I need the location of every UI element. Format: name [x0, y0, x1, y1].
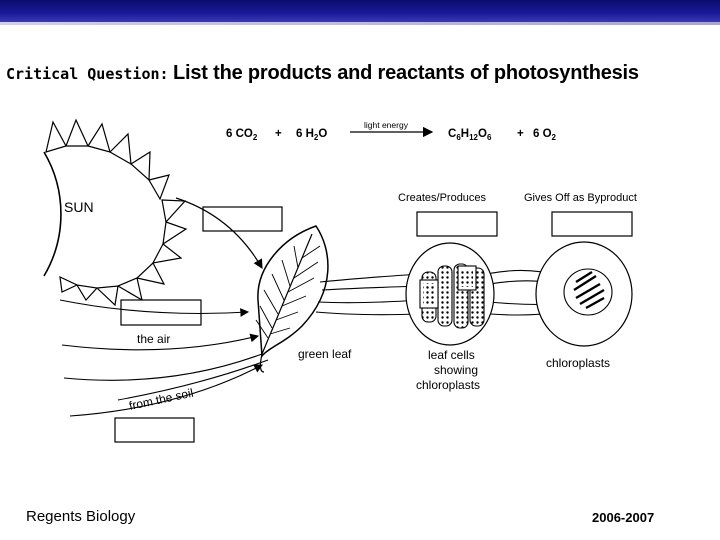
leaf-cells-label-line1: leaf cells: [428, 348, 475, 362]
title-bar-edge: [0, 22, 720, 25]
light-energy-label: light energy: [364, 120, 409, 130]
sun-icon: [43, 118, 188, 307]
byproduct-answer-box[interactable]: [551, 211, 633, 237]
svg-text:6 H2O: 6 H2O: [296, 128, 327, 142]
sun-label: SUN: [64, 199, 94, 215]
sun-answer-box[interactable]: [202, 206, 283, 232]
creates-answer-box[interactable]: [416, 211, 498, 237]
creates-produces-label: Creates/Produces: [398, 192, 487, 204]
critical-question: Critical Question: List the products and…: [6, 62, 639, 85]
question-text: List the products and reactants of photo…: [173, 62, 639, 84]
air-arrows: [59, 299, 263, 381]
soil-answer-box[interactable]: [114, 417, 195, 443]
leaf-cells-icon: [405, 242, 495, 346]
chloroplast-icon: [535, 241, 633, 347]
reactant2: 6 H: [296, 128, 314, 140]
the-air-label: the air: [137, 332, 170, 346]
reactant1: 6 CO: [226, 128, 253, 140]
chloroplasts-label: chloroplasts: [546, 356, 610, 370]
product-oxygen: 6 O: [533, 128, 552, 140]
footer-year: 2006-2007: [592, 510, 655, 525]
svg-text:6 O2: 6 O2: [533, 128, 557, 142]
question-lead: Critical Question:: [6, 65, 169, 83]
plus-sign-2: +: [517, 128, 524, 140]
leaf-cells-label-line3: chloroplasts: [416, 378, 480, 392]
leaf-cells-label-line2: showing: [434, 363, 478, 377]
title-bar: [0, 0, 720, 22]
gives-off-label: Gives Off as Byproduct: [524, 192, 637, 204]
green-leaf-icon: [255, 225, 329, 373]
footer-course: Regents Biology: [26, 508, 136, 525]
equation: 6 CO2 + 6 H2O light energy C6H12O6 + 6 O…: [226, 120, 557, 142]
plus-sign-1: +: [275, 128, 282, 140]
green-leaf-label: green leaf: [298, 347, 352, 361]
soil-arrows: [69, 359, 269, 417]
svg-text:6 CO2: 6 CO2: [226, 128, 258, 142]
product-glucose: C6H12O6: [448, 128, 492, 142]
from-the-soil-label: from the soil: [128, 386, 195, 413]
sunlight-arrow: [175, 197, 263, 270]
